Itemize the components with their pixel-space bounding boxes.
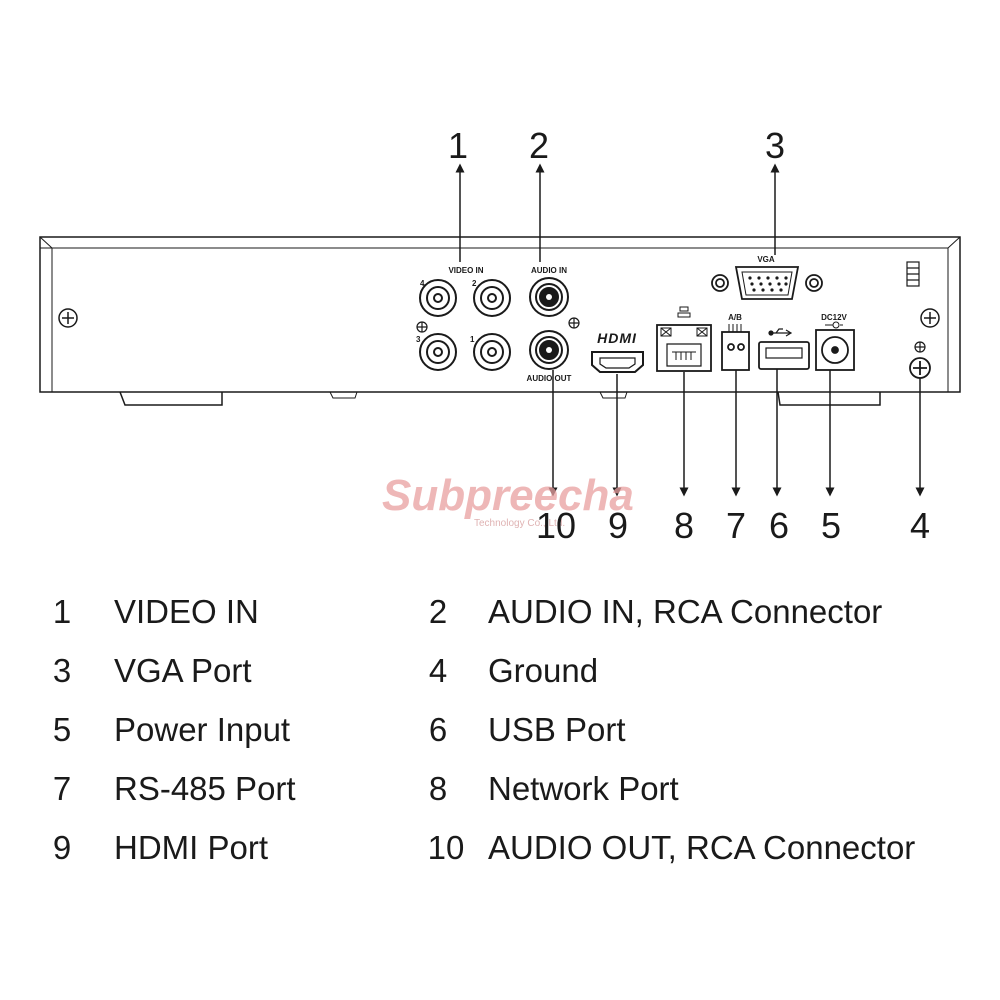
hdmi-port: [591, 351, 644, 373]
audio-out-connector: [529, 330, 569, 370]
callout-1: 1: [448, 125, 468, 166]
legend-label: VIDEO IN: [114, 593, 259, 630]
legend-number: 5: [52, 711, 72, 748]
hdmi-logo: HDMI: [597, 330, 637, 346]
legend-number: 6: [428, 711, 448, 748]
bnc-number-4: 4: [420, 279, 425, 288]
legend-label: VGA Port: [114, 652, 252, 689]
ground-screw: [909, 357, 931, 379]
bnc-number-2: 2: [472, 279, 477, 288]
watermark: Subpreecha Technology Co., Ltd.: [382, 471, 634, 529]
vga-label: VGA: [757, 255, 775, 264]
right-screw-icon: [920, 308, 940, 328]
legend-number: 3: [52, 652, 72, 689]
bnc-number-3: 3: [416, 335, 421, 344]
rear-panel-diagram: VIDEO IN 4 2 3 1 AUDIO IN AUDIO OUT HDMI…: [39, 125, 961, 546]
watermark-sub: Technology Co., Ltd.: [474, 518, 565, 529]
ground-icon: [914, 341, 926, 353]
usb-icon: [768, 328, 793, 337]
nvr-chassis: [39, 236, 961, 406]
audio-in-connector: [529, 277, 569, 317]
legend-number: 7: [52, 770, 72, 807]
callout-3: 3: [765, 125, 785, 166]
dc12v-label: DC12V: [821, 313, 847, 322]
legend-number: 4: [428, 652, 448, 689]
legend-number: 10: [427, 829, 465, 866]
legend-label: Power Input: [114, 711, 291, 748]
legend-number: 8: [428, 770, 448, 807]
watermark-brand: Subpreecha: [382, 471, 634, 520]
callout-5: 5: [821, 505, 841, 546]
legend-label: AUDIO OUT, RCA Connector: [488, 829, 916, 866]
usb-port: [758, 341, 810, 370]
callout-7: 7: [726, 505, 746, 546]
power-input-jack: [815, 329, 855, 371]
legend-label: Ground: [488, 652, 599, 689]
callout-4: 4: [910, 505, 930, 546]
network-port: [656, 324, 712, 372]
network-icon: [677, 306, 691, 318]
rs485-port: [721, 324, 750, 371]
legend-label: USB Port: [488, 711, 626, 748]
callout-6: 6: [769, 505, 789, 546]
port-legend: 1 VIDEO IN 2 AUDIO IN, RCA Connector 3 V…: [0, 580, 1000, 880]
legend-label: Network Port: [488, 770, 679, 807]
video-in-label: VIDEO IN: [448, 266, 483, 275]
bnc-ground-icon: [416, 321, 428, 333]
legend-label: HDMI Port: [114, 829, 269, 866]
vent-slot: [906, 261, 920, 287]
audio-out-label: AUDIO OUT: [527, 374, 572, 383]
legend-label: RS-485 Port: [114, 770, 296, 807]
vga-port: [711, 266, 823, 300]
callout-leaders: [455, 163, 925, 497]
callout-2: 2: [529, 125, 549, 166]
rs485-ab-label: A/B: [728, 313, 742, 322]
legend-label: AUDIO IN, RCA Connector: [488, 593, 883, 630]
dc-polarity-icon: [825, 321, 843, 329]
callout-10: 10: [536, 505, 576, 546]
legend-number: 9: [52, 829, 72, 866]
bnc-number-1: 1: [470, 335, 475, 344]
legend-number: 1: [52, 593, 72, 630]
video-in-connectors: [419, 279, 511, 371]
audio-ground-icon: [568, 317, 580, 329]
audio-in-label: AUDIO IN: [531, 266, 567, 275]
legend-number: 2: [428, 593, 448, 630]
callout-9: 9: [608, 505, 628, 546]
callout-8: 8: [674, 505, 694, 546]
left-screw-icon: [58, 308, 78, 328]
